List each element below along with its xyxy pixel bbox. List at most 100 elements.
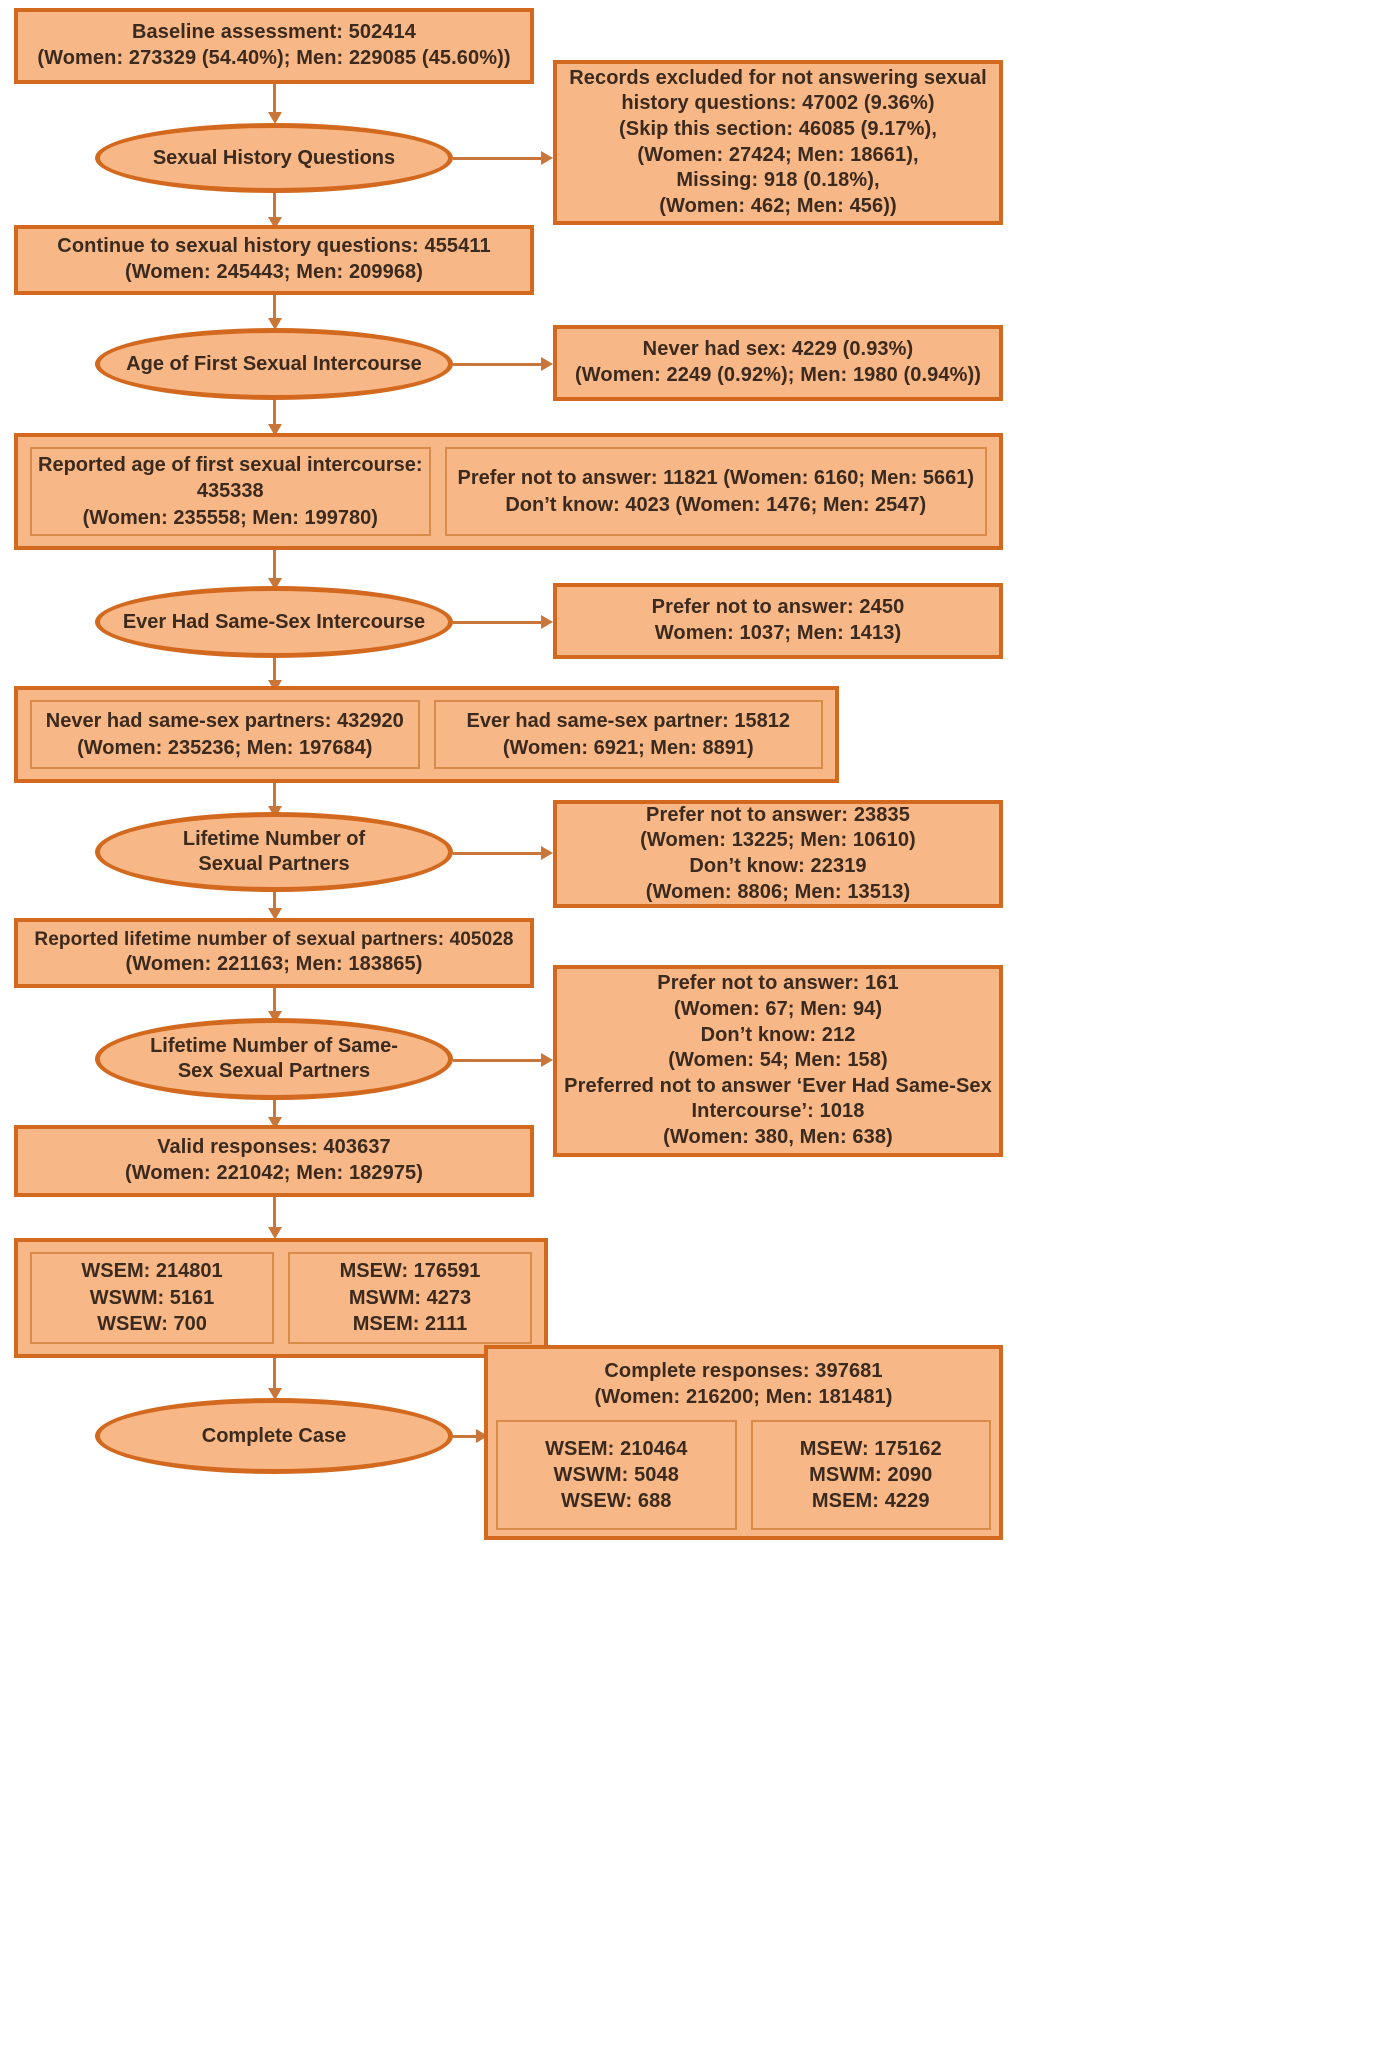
node-line: (Women: 235236; Men: 197684) bbox=[77, 736, 373, 759]
node-valid-responses: Valid responses: 403637 (Women: 221042; … bbox=[14, 1125, 534, 1197]
connector-partners-group-to-lifetime bbox=[273, 783, 276, 813]
subnode-complete-men-breakdown: MSEW: 175162 MSWM: 2090 MSEM: 4229 bbox=[750, 1420, 991, 1530]
node-line: Lifetime Number of bbox=[182, 828, 366, 850]
arrow-head bbox=[268, 908, 282, 920]
node-records-excluded: Records excluded for not answering sexua… bbox=[553, 60, 1003, 225]
node-line: Ever Had Same-Sex Intercourse bbox=[122, 610, 426, 633]
node-line: 435338 bbox=[196, 480, 264, 503]
subnode-ever-had-same-sex-partner: Ever had same-sex partner: 15812 (Women:… bbox=[433, 700, 823, 769]
connector-ever-same-sex-to-prefer-not bbox=[453, 621, 543, 624]
node-line: WSWM: 5048 bbox=[553, 1463, 679, 1486]
node-line: Prefer not to answer: 2450 bbox=[651, 596, 905, 619]
node-line: (Women: 221042; Men: 182975) bbox=[124, 1162, 424, 1184]
node-line: (Women: 380, Men: 638) bbox=[663, 1125, 893, 1148]
connector-sexual-history-to-continue bbox=[273, 193, 276, 223]
arrow-head bbox=[541, 846, 553, 860]
node-line: Ever had same-sex partner: 15812 bbox=[466, 710, 790, 733]
arrow-head bbox=[268, 1227, 282, 1239]
node-line: Intercourse’: 1018 bbox=[691, 1100, 865, 1123]
subnode-reported-age: Reported age of first sexual intercourse… bbox=[30, 447, 431, 536]
node-line: Never had same-sex partners: 432920 bbox=[45, 710, 404, 733]
subnode-men-breakdown: MSEW: 176591 MSWM: 4273 MSEM: 2111 bbox=[288, 1252, 532, 1344]
node-line: WSEW: 700 bbox=[97, 1313, 207, 1336]
node-line: (Women: 54; Men: 158) bbox=[668, 1049, 888, 1072]
subnode-never-had-same-sex-partners: Never had same-sex partners: 432920 (Wom… bbox=[30, 700, 420, 769]
node-line: history questions: 47002 (9.36%) bbox=[621, 92, 935, 115]
node-line: MSEM: 4229 bbox=[811, 1490, 930, 1513]
node-ever-had-same-sex: Ever Had Same-Sex Intercourse bbox=[95, 586, 453, 658]
node-line: (Women: 216200; Men: 181481) bbox=[594, 1385, 893, 1408]
node-never-had-sex: Never had sex: 4229 (0.93%) (Women: 2249… bbox=[553, 325, 1003, 401]
node-reported-age-group: Reported age of first sexual intercourse… bbox=[14, 433, 1003, 550]
node-line: Never had sex: 4229 (0.93%) bbox=[642, 338, 914, 361]
connector-same-sex-partners-to-valid bbox=[273, 1100, 276, 1122]
arrow-head bbox=[541, 151, 553, 165]
node-line: Reported age of first sexual intercourse… bbox=[38, 453, 423, 476]
node-line: (Women: 6921; Men: 8891) bbox=[502, 736, 754, 759]
connector-breakdown-to-complete-case bbox=[273, 1358, 276, 1396]
node-line: (Women: 2249 (0.92%); Men: 1980 (0.94%)) bbox=[575, 364, 981, 386]
node-line: Sexual Partners bbox=[198, 853, 350, 875]
connector-age-first-to-reported-age bbox=[273, 400, 276, 432]
node-lifetime-same-sex-excluded: Prefer not to answer: 161 (Women: 67; Me… bbox=[553, 965, 1003, 1157]
node-age-first-intercourse: Age of First Sexual Intercourse bbox=[95, 328, 453, 400]
connector-baseline-to-sexual-history bbox=[273, 84, 276, 116]
node-line: MSWM: 2090 bbox=[809, 1463, 933, 1486]
connector-continue-to-age-first bbox=[273, 295, 276, 325]
subnode-complete-women-breakdown: WSEM: 210464 WSWM: 5048 WSEW: 688 bbox=[496, 1420, 737, 1530]
node-complete-responses: Complete responses: 397681 (Women: 21620… bbox=[484, 1345, 1003, 1540]
connector-same-sex-partners-to-excluded bbox=[453, 1059, 543, 1062]
node-valid-breakdown-group: WSEM: 214801 WSWM: 5161 WSEW: 700 MSEW: … bbox=[14, 1238, 548, 1358]
node-line: Complete responses: 397681 bbox=[604, 1360, 883, 1382]
node-line: Sex Sexual Partners bbox=[177, 1060, 371, 1082]
node-line: (Women: 245443; Men: 209968) bbox=[124, 261, 424, 283]
arrow-head bbox=[541, 615, 553, 629]
node-line: MSWM: 4273 bbox=[348, 1286, 472, 1309]
node-line: (Women: 235558; Men: 199780) bbox=[82, 506, 378, 529]
node-line: (Women: 8806; Men: 13513) bbox=[645, 880, 911, 903]
node-line: Prefer not to answer: 23835 bbox=[646, 803, 910, 826]
arrow-head bbox=[268, 1388, 282, 1400]
node-line: (Women: 13225; Men: 10610) bbox=[640, 829, 916, 852]
node-line: Reported lifetime number of sexual partn… bbox=[34, 929, 514, 951]
subnode-women-breakdown: WSEM: 214801 WSWM: 5161 WSEW: 700 bbox=[30, 1252, 274, 1344]
node-line: Don’t know: 212 bbox=[700, 1023, 856, 1046]
node-prefer-not-answer-same-sex: Prefer not to answer: 2450 Women: 1037; … bbox=[553, 583, 1003, 659]
node-line: Age of First Sexual Intercourse bbox=[126, 352, 422, 375]
node-line: (Skip this section: 46085 (9.17%), bbox=[619, 117, 937, 140]
node-line: (Women: 273329 (54.40%); Men: 229085 (45… bbox=[37, 47, 511, 69]
node-line: Women: 1037; Men: 1413) bbox=[654, 622, 902, 644]
node-line: Prefer not to answer: 161 bbox=[657, 972, 899, 995]
connector-complete-case-to-complete-responses bbox=[453, 1435, 478, 1438]
node-line: Baseline assessment: 502414 bbox=[132, 21, 416, 44]
node-lifetime-number-sexual-partners: Lifetime Number of Sexual Partners bbox=[95, 812, 453, 892]
connector-valid-to-breakdown bbox=[273, 1197, 276, 1235]
node-line: Valid responses: 403637 bbox=[157, 1136, 391, 1159]
node-line: Don’t know: 4023 (Women: 1476; Men: 2547… bbox=[505, 493, 927, 516]
node-line: (Women: 221163; Men: 183865) bbox=[125, 953, 423, 976]
node-line: WSWM: 5161 bbox=[89, 1286, 215, 1309]
connector-age-first-to-never-had-sex bbox=[453, 363, 543, 366]
node-line: (Women: 462; Men: 456)) bbox=[659, 194, 897, 217]
subnode-reported-age-missing: Prefer not to answer: 11821 (Women: 6160… bbox=[444, 447, 987, 536]
node-lifetime-excluded: Prefer not to answer: 23835 (Women: 1322… bbox=[553, 800, 1003, 908]
node-line: Don’t know: 22319 bbox=[689, 855, 867, 877]
connector-lifetime-to-excluded bbox=[453, 852, 543, 855]
node-line: MSEW: 176591 bbox=[339, 1260, 481, 1283]
node-sexual-history-questions: Sexual History Questions bbox=[95, 123, 453, 193]
node-line: Continue to sexual history questions: 45… bbox=[57, 235, 491, 258]
node-line: Sexual History Questions bbox=[152, 146, 396, 169]
arrow-head bbox=[268, 318, 282, 330]
node-line: Missing: 918 (0.18%), bbox=[676, 169, 880, 192]
node-line: Preferred not to answer ‘Ever Had Same-S… bbox=[564, 1074, 992, 1097]
connector-reported-lifetime-to-same-sex-partners bbox=[273, 988, 276, 1018]
complete-responses-breakdown-row: WSEM: 210464 WSWM: 5048 WSEW: 688 MSEW: … bbox=[496, 1420, 991, 1530]
arrow-head bbox=[541, 357, 553, 371]
node-continue-sexual-history: Continue to sexual history questions: 45… bbox=[14, 225, 534, 295]
node-lifetime-number-same-sex-partners: Lifetime Number of Same- Sex Sexual Part… bbox=[95, 1018, 453, 1100]
node-line: Lifetime Number of Same- bbox=[150, 1035, 398, 1057]
arrow-head bbox=[541, 1053, 553, 1067]
node-reported-lifetime-partners: Reported lifetime number of sexual partn… bbox=[14, 918, 534, 988]
node-line: WSEW: 688 bbox=[560, 1490, 672, 1513]
node-line: (Women: 27424; Men: 18661), bbox=[637, 143, 919, 166]
